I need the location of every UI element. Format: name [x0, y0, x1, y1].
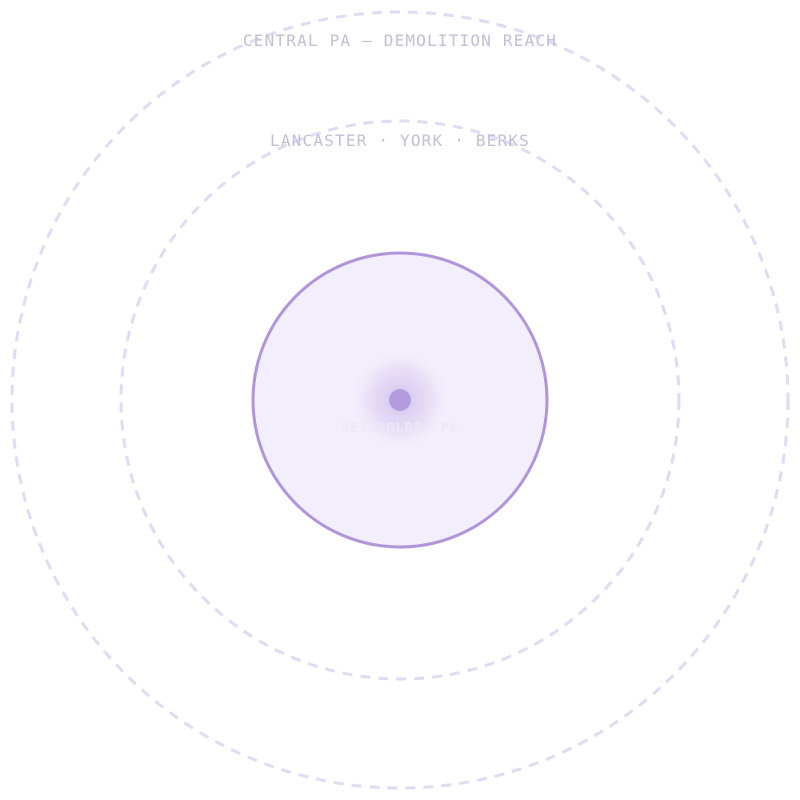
middle-ring-label: LANCASTER · YORK · BERKS	[270, 131, 530, 150]
outer-ring-label: CENTRAL PA — DEMOLITION REACH	[242, 31, 558, 50]
outer-reach-ring	[10, 10, 790, 790]
center-location-dot	[389, 389, 411, 411]
middle-county-ring	[119, 119, 681, 681]
center-location-label: REINHOLDS, PA	[341, 421, 459, 436]
